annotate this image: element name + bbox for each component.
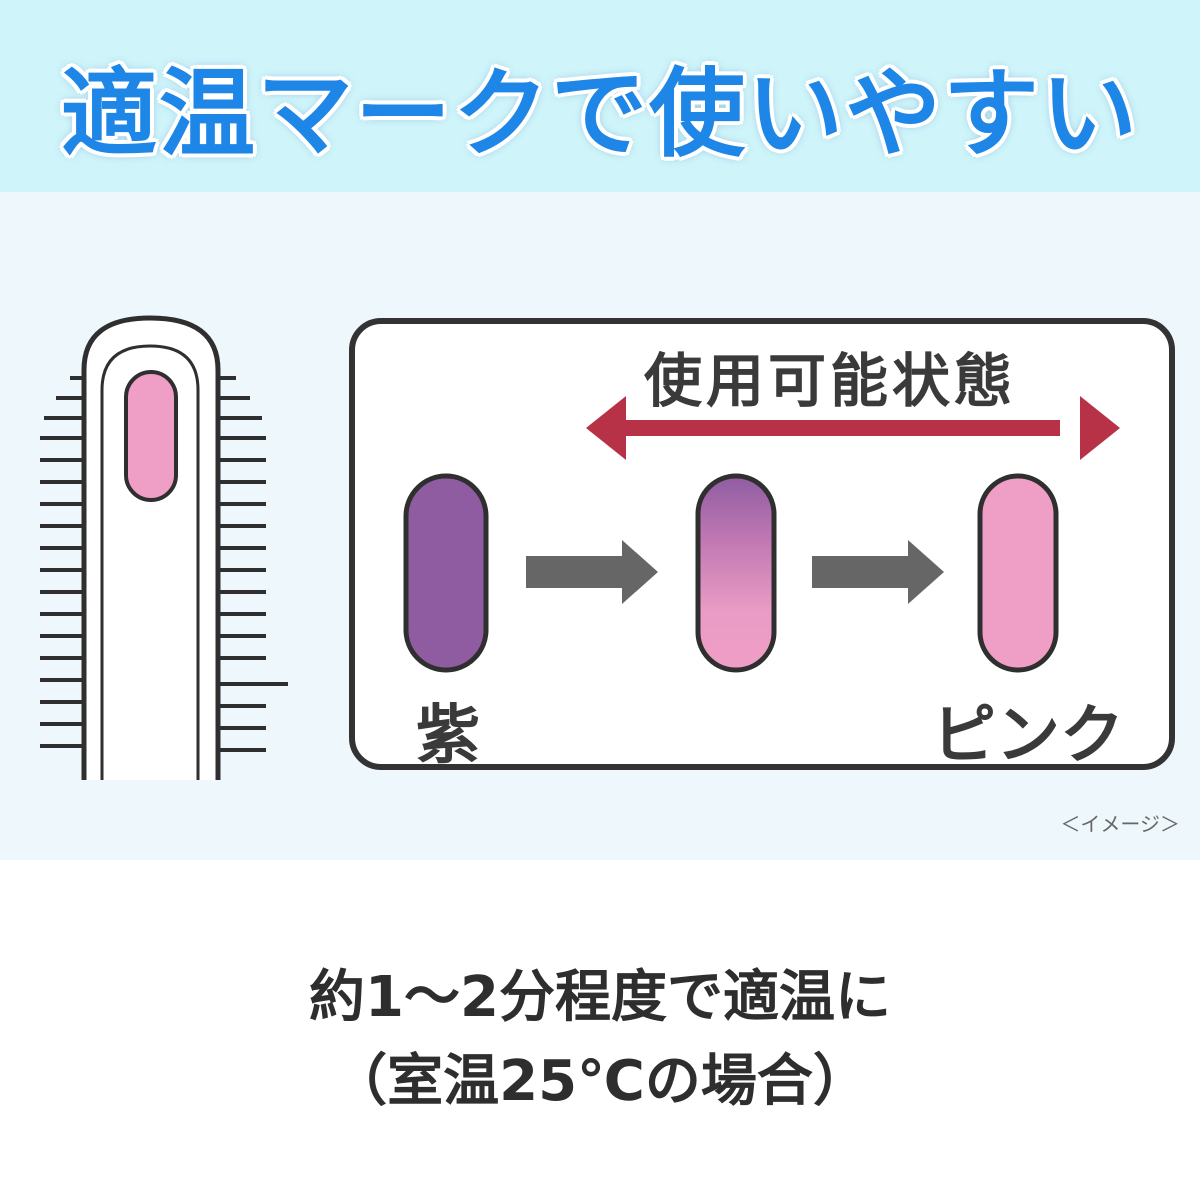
purple-label: 紫 [416,699,480,773]
brush-inner-outline [100,344,200,780]
brush-indicator-icon [124,370,178,502]
image-note: ＜イメージ＞ [1060,812,1180,836]
brush-illustration [40,315,288,780]
right-arrow-icon [812,540,944,604]
gradient-indicator-icon [695,473,777,673]
purple-indicator-icon [403,473,489,673]
pink-label: ピンク [932,699,1124,773]
caption-note: （室温25℃の場合） [331,1049,869,1114]
brush-bristles-right [214,376,288,752]
brush-device-icon [81,315,221,780]
state-diagram [403,396,1120,673]
page-title: 適温マークで使いやすい [61,58,1139,170]
header-banner: 適温マークで使いやすい [0,0,1200,192]
right-arrow-icon [526,540,658,604]
double-arrow-icon [586,396,1120,460]
pink-indicator-icon [977,473,1059,673]
caption-main: 約1〜2分程度で適温に [309,965,891,1030]
usable-state-label: 使用可能状態 [643,347,1016,415]
